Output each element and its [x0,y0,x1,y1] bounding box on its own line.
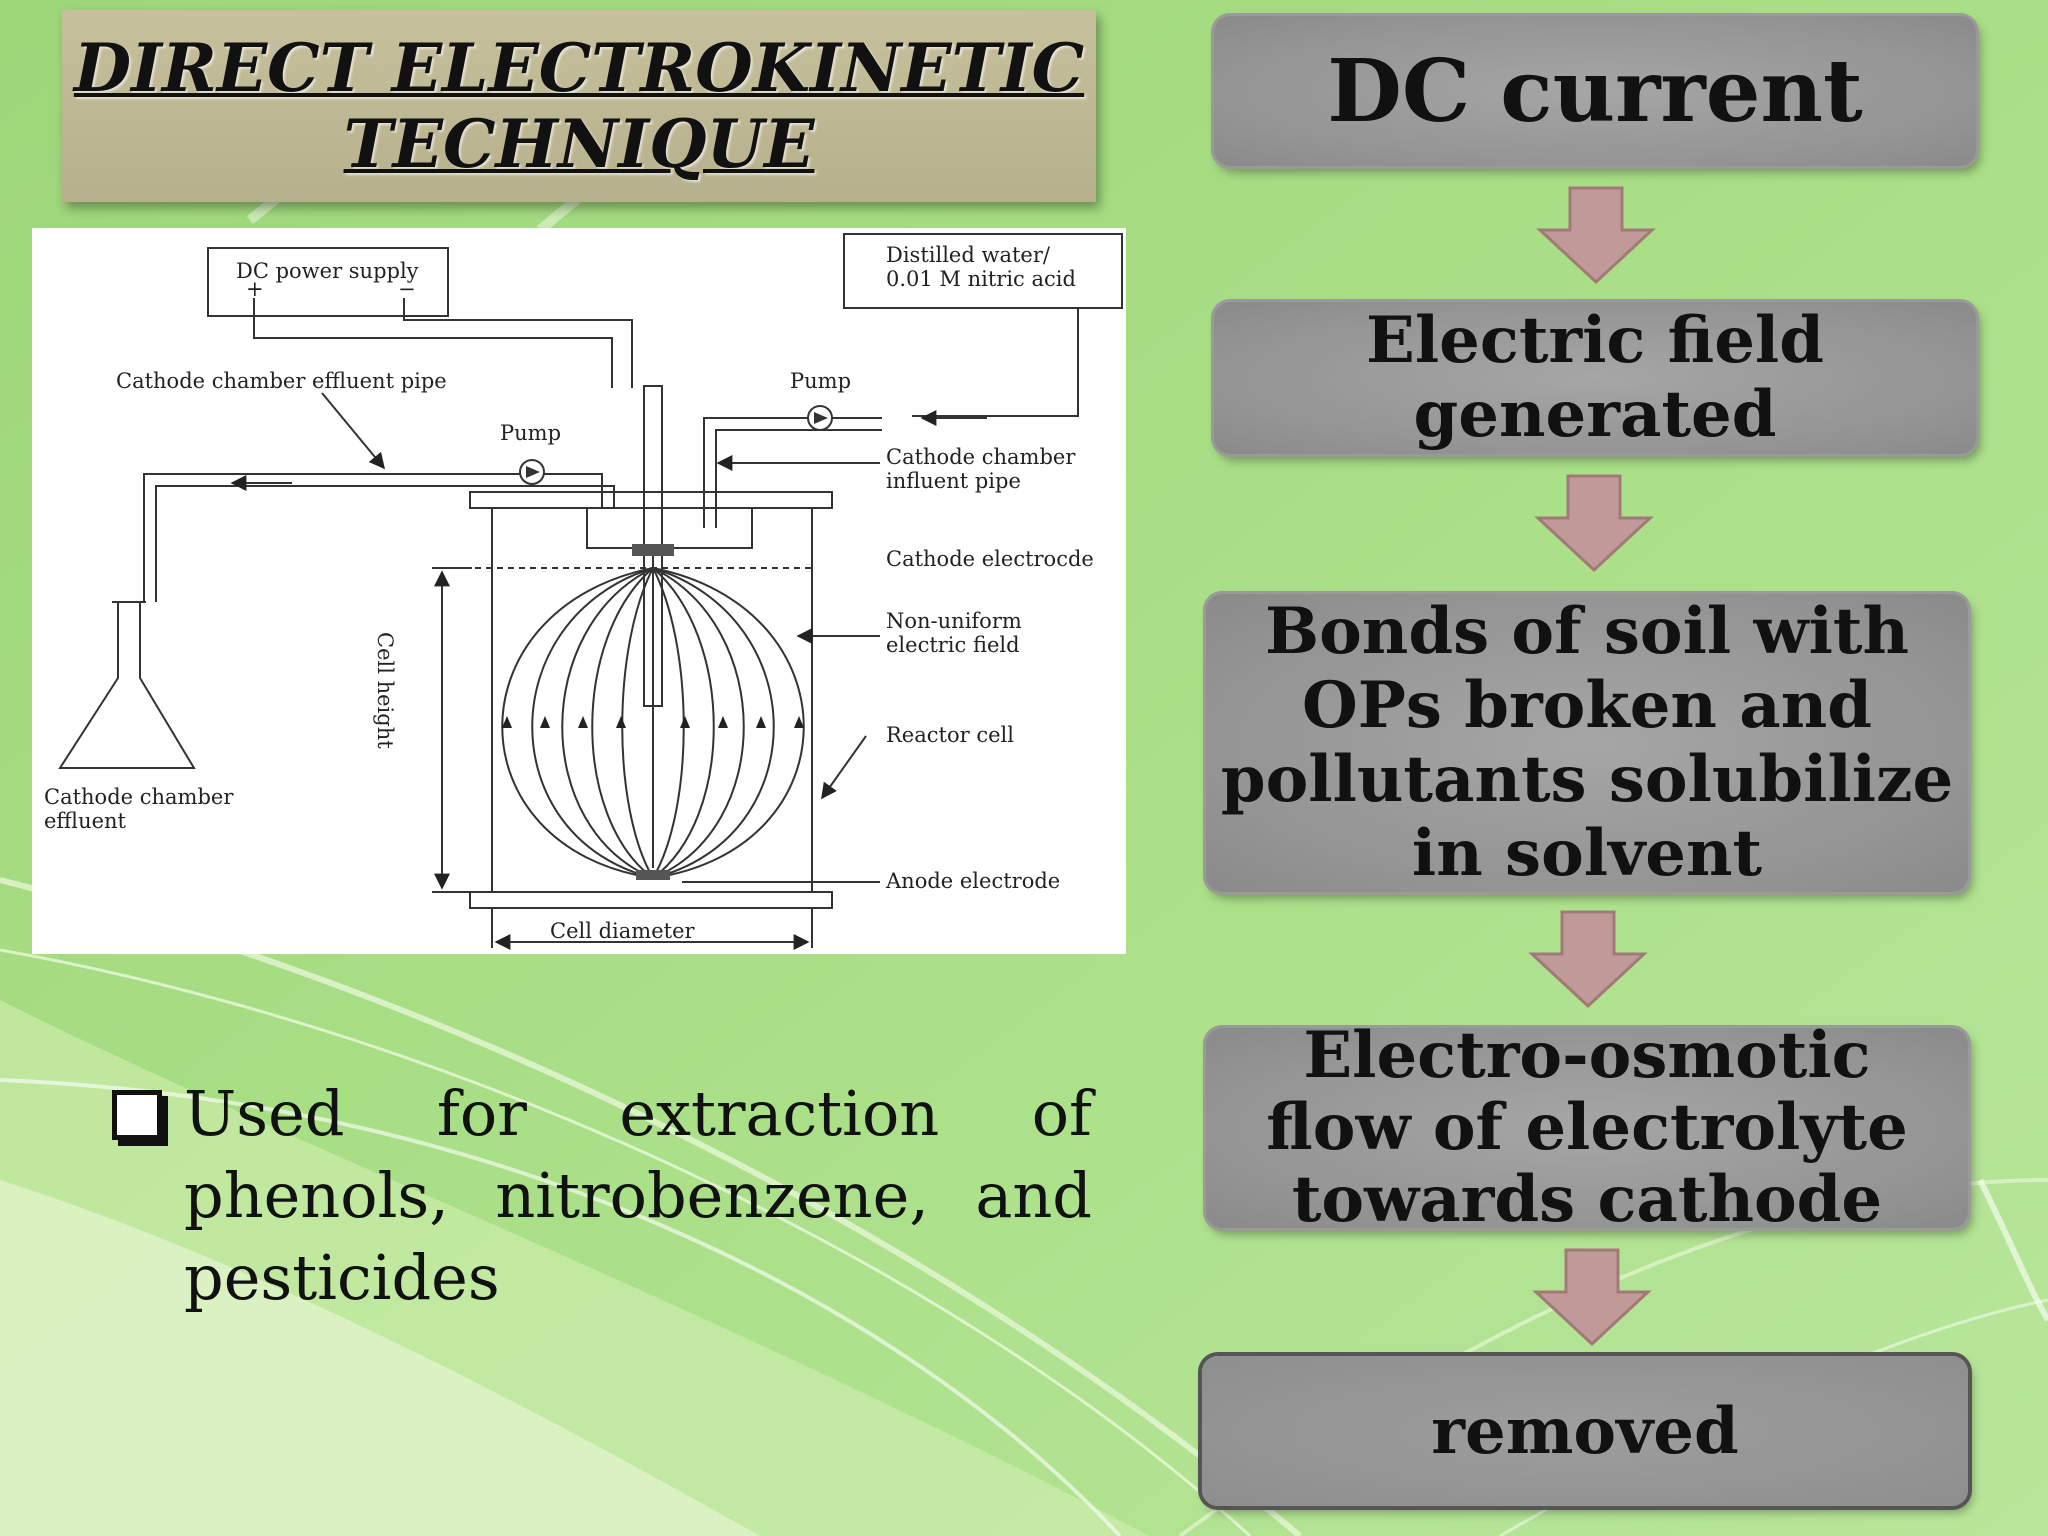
pump-left-label: Pump [500,421,561,445]
anode-electrode-label: Anode electrode [885,869,1060,893]
influent-label-2: influent pipe [886,469,1021,493]
flow-step-3-line-4: in solvent [1411,816,1763,891]
title-line-1: DIRECT ELECTROKINETIC [73,29,1085,107]
cell-height-label: Cell height [373,632,397,749]
flow-arrow-4-icon [1532,1248,1652,1347]
flow-arrow-2-icon [1534,474,1654,573]
flow-step-2-line-1: Electric field [1366,303,1824,378]
flow-step-bonds-broken: Bonds of soil with OPs broken and pollut… [1206,594,1968,892]
flow-step-3-line-2: OPs broken and [1302,668,1872,743]
slide-title: DIRECT ELECTROKINETIC TECHNIQUE [74,30,1084,182]
dc-power-supply-label: DC power supply [236,259,419,283]
pump-right-label: Pump [790,369,851,393]
minus-terminal: − [398,277,416,301]
flow-step-4-line-1: Electro-osmotic [1303,1018,1871,1093]
flow-step-removed: removed [1202,1356,1968,1506]
title-line-2: TECHNIQUE [343,105,815,183]
flow-step-5-text: removed [1431,1393,1739,1469]
flow-step-2-line-2: generated [1413,377,1777,452]
flow-step-3-line-1: Bonds of soil with [1265,594,1909,669]
flow-step-4-line-2: flow of electrolyte [1266,1090,1908,1165]
flow-step-3-line-3: pollutants solubilize [1220,742,1954,817]
non-uniform-label-2: electric field [886,633,1020,657]
flow-step-1-text: DC current [1327,40,1863,142]
electrokinetic-apparatus-diagram: DC power supply + − Distilled water/ 0.0… [32,228,1126,954]
checkbox-bullet-icon [112,1090,162,1140]
reactor-cell-label: Reactor cell [886,723,1014,747]
effluent-label-2: effluent [44,809,127,833]
effluent-label-1: Cathode chamber [44,785,234,809]
non-uniform-label-1: Non-uniform [886,609,1022,633]
plus-terminal: + [246,277,264,301]
influent-label-1: Cathode chamber [886,445,1076,469]
cathode-electrode-label: Cathode electrocde [886,547,1094,571]
pump-right-icon [807,405,833,431]
distilled-label-1: Distilled water/ [886,243,1051,267]
cell-diameter-label: Cell diameter [550,919,695,943]
flow-step-electric-field: Electric field generated [1214,302,1976,454]
distilled-label-2: 0.01 M nitric acid [886,267,1076,291]
pump-left-icon [519,459,545,485]
flow-step-electro-osmotic: Electro-osmotic flow of electrolyte towa… [1206,1020,1968,1236]
flow-arrow-1-icon [1536,186,1656,285]
title-banner: DIRECT ELECTROKINETIC TECHNIQUE [62,10,1096,202]
flow-arrow-3-icon [1528,910,1648,1009]
bullet-text: Used for extraction of phenols, nitroben… [184,1077,1092,1314]
flow-step-dc-current: DC current [1214,16,1976,166]
effluent-pipe-label: Cathode chamber effluent pipe [116,369,447,393]
flow-step-4-line-3: towards cathode [1291,1162,1883,1237]
